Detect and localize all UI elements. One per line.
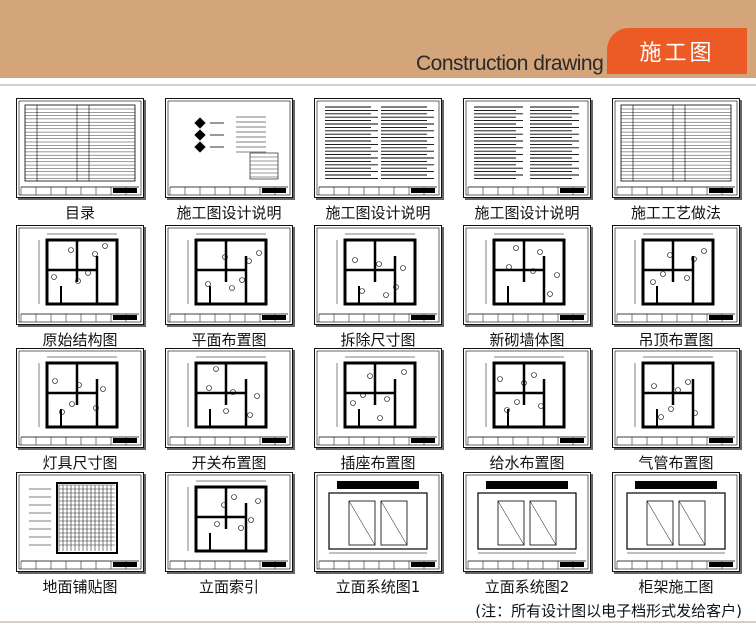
drawing-sheet-graphic xyxy=(465,100,589,196)
drawing-thumbnail xyxy=(612,348,740,448)
drawing-label: 给水布置图 xyxy=(489,454,565,472)
drawing-sheet-graphic xyxy=(18,474,142,570)
drawing-thumbnail xyxy=(314,348,442,448)
drawing-thumbnail xyxy=(314,225,442,325)
drawing-label: 施工图设计说明 xyxy=(474,204,580,222)
drawing-thumbnail xyxy=(16,472,144,572)
drawing-sheet-graphic xyxy=(614,100,738,196)
footnote: (注：所有设计图以电子档形式发给客户) xyxy=(475,602,742,620)
drawing-thumbnail xyxy=(165,98,293,198)
drawing-label: 立面系统图1 xyxy=(335,578,421,596)
drawing-label: 插座布置图 xyxy=(340,454,416,472)
drawing-sheet-graphic xyxy=(465,227,589,323)
drawing-thumbnail xyxy=(612,472,740,572)
drawing-thumbnail xyxy=(463,472,591,572)
drawing-thumbnail xyxy=(314,472,442,572)
drawing-label: 拆除尺寸图 xyxy=(340,331,416,349)
drawing-thumbnail xyxy=(16,98,144,198)
drawing-sheet-graphic xyxy=(465,474,589,570)
drawing-thumbnail xyxy=(612,225,740,325)
drawing-sheet-graphic xyxy=(316,100,440,196)
drawing-thumbnail xyxy=(314,98,442,198)
drawing-thumbnail xyxy=(165,472,293,572)
drawing-sheet-graphic xyxy=(614,227,738,323)
bottom-divider xyxy=(0,621,756,623)
drawing-thumbnail xyxy=(463,348,591,448)
drawing-sheet-graphic xyxy=(316,350,440,446)
drawing-sheet-graphic xyxy=(167,227,291,323)
drawing-label: 吊顶布置图 xyxy=(638,331,714,349)
drawing-sheet-graphic xyxy=(18,100,142,196)
drawing-label: 柜架施工图 xyxy=(638,578,714,596)
banner-tab-label: 施工图 xyxy=(639,41,715,66)
drawing-label: 新砌墙体图 xyxy=(489,331,565,349)
drawing-thumbnail xyxy=(165,348,293,448)
drawing-sheet-graphic xyxy=(614,474,738,570)
drawing-label: 施工图设计说明 xyxy=(176,204,282,222)
drawing-thumbnail xyxy=(16,348,144,448)
drawing-thumbnail xyxy=(165,225,293,325)
drawing-label: 开关布置图 xyxy=(191,454,267,472)
banner-subtitle: Construction drawing xyxy=(416,52,604,75)
drawing-sheet-graphic xyxy=(167,100,291,196)
header-banner: Construction drawing 施工图 xyxy=(0,0,756,78)
drawing-thumbnail xyxy=(16,225,144,325)
drawing-thumbnail xyxy=(463,98,591,198)
top-divider xyxy=(0,84,756,86)
drawing-sheet-graphic xyxy=(18,227,142,323)
drawing-sheet-graphic xyxy=(614,350,738,446)
drawing-thumbnail xyxy=(463,225,591,325)
drawing-sheet-graphic xyxy=(316,474,440,570)
drawing-sheet-graphic xyxy=(167,350,291,446)
drawing-label: 立面索引 xyxy=(198,578,259,596)
drawing-label: 灯具尺寸图 xyxy=(42,454,118,472)
drawing-label: 地面铺贴图 xyxy=(42,578,118,596)
drawing-label: 立面系统图2 xyxy=(484,578,570,596)
banner-tab: 施工图 xyxy=(607,28,747,74)
drawing-sheet-graphic xyxy=(465,350,589,446)
drawing-label: 施工图设计说明 xyxy=(325,204,431,222)
drawing-label: 原始结构图 xyxy=(42,331,118,349)
drawing-label: 气管布置图 xyxy=(638,454,714,472)
drawing-sheet-graphic xyxy=(18,350,142,446)
drawing-label: 平面布置图 xyxy=(191,331,267,349)
drawing-thumbnail xyxy=(612,98,740,198)
drawing-label: 施工工艺做法 xyxy=(630,204,721,222)
drawing-label: 目录 xyxy=(64,204,95,222)
drawing-sheet-graphic xyxy=(167,474,291,570)
drawing-sheet-graphic xyxy=(316,227,440,323)
